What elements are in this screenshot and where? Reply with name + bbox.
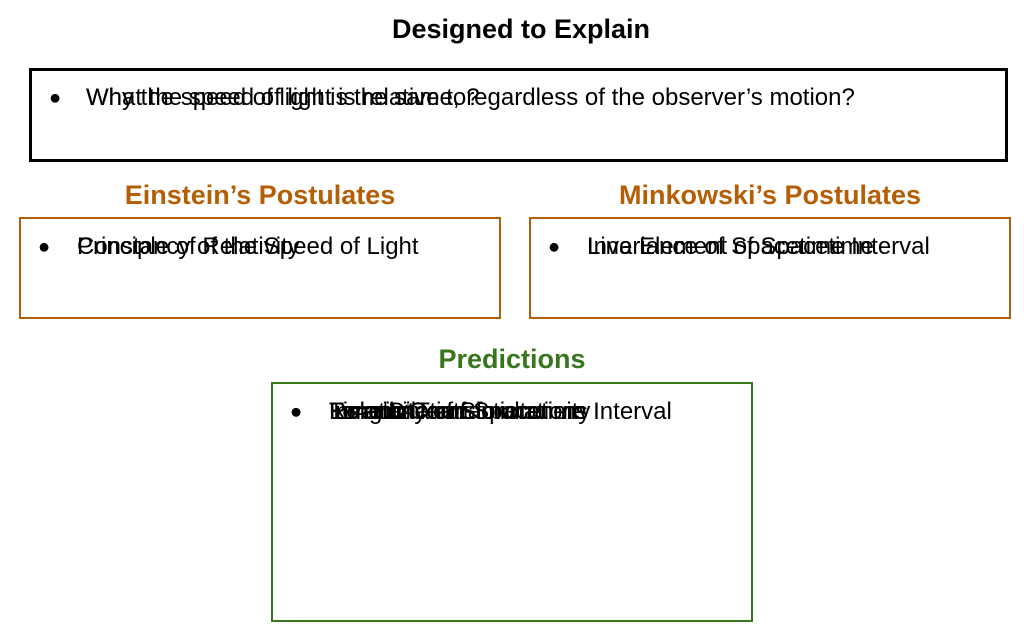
list-item-text: Time Dilation [329,398,469,425]
explain-list: ● What the speed of light is relative to… [32,71,1005,111]
list-item-text: Constancy of the Speed of Light [77,233,419,260]
bullet-icon: ● [547,236,561,258]
minkowski-box: ● Line Element of Spacetime ● Invariance… [529,217,1011,319]
explain-box: ● What the speed of light is relative to… [29,68,1008,162]
list-item-text: What the speed of light is relative to? [86,84,480,111]
bullet-icon: ● [289,401,303,423]
bullet-icon: ● [289,401,303,423]
bullet-icon: ● [289,401,303,423]
bullet-icon: ● [37,236,51,258]
formula-text: E = mc2 [329,393,412,432]
list-item-text: Line Element of Spacetime [587,233,874,260]
predictions-heading: Predictions [438,344,586,374]
bullet-icon: ● [48,87,62,109]
bullet-icon: ● [37,236,51,258]
bullet-icon: ● [48,87,62,109]
predictions-box: ● Lorentz Transformations ● Time Dilatio… [271,382,753,622]
formula-base: E = mc [329,398,405,425]
list-item-text: Lorentz Transformations [329,398,588,425]
list-item-text: Invariance of Spacetime Interval [329,398,672,425]
list-item-text: Length Contraction [329,398,532,425]
einstein-list: ● Principle of Relativity ● Constancy of… [21,219,499,260]
einstein-box: ● Principle of Relativity ● Constancy of… [19,217,501,319]
formula-exponent: 2 [404,401,413,417]
diagram-title: Designed to Explain [391,14,651,44]
bullet-icon: ● [289,401,303,423]
bullet-icon: ● [547,236,561,258]
minkowski-list: ● Line Element of Spacetime ● Invariance… [531,219,1009,260]
list-item-text: Why the speed of light is the same, rega… [86,84,855,111]
list-item-text: Invariance of Spacetime Interval [587,233,930,260]
minkowski-heading: Minkowski’s Postulates [618,180,922,210]
bullet-icon: ● [289,401,303,423]
list-item-text: Principle of Relativity [77,233,300,260]
list-item-text: Relativity of Simultaneity [329,398,591,425]
bullet-icon: ● [289,401,303,423]
einstein-heading: Einstein’s Postulates [124,180,396,210]
predictions-list: ● Lorentz Transformations ● Time Dilatio… [273,384,751,425]
